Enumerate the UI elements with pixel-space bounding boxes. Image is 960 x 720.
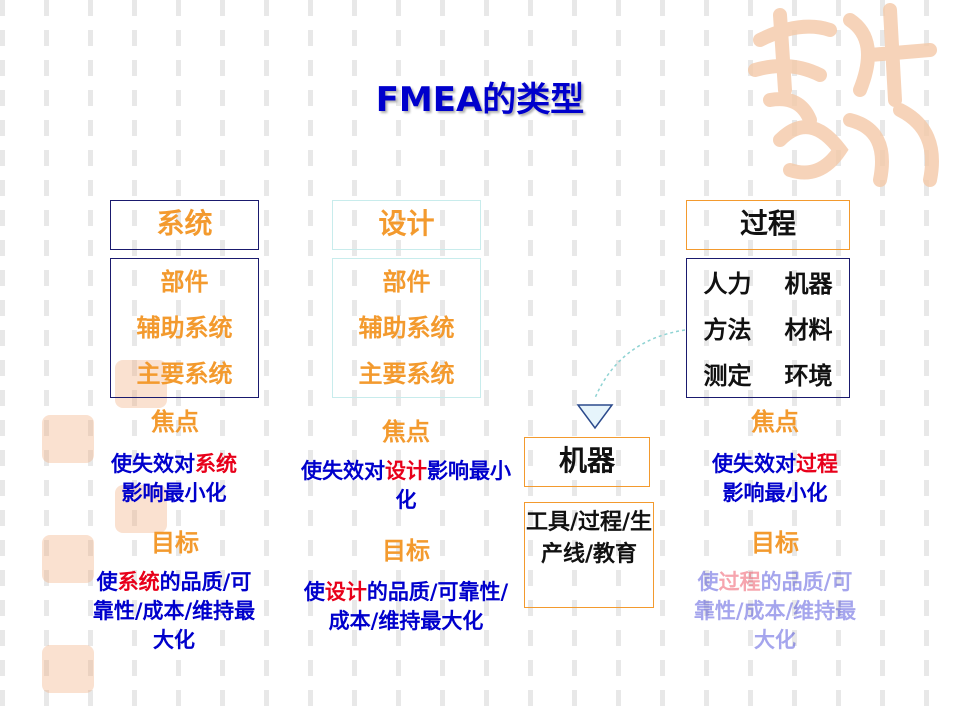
system-goal-label: 目标 (151, 529, 199, 557)
process-item: 机器 (784, 270, 833, 298)
process-item: 材料 (784, 316, 833, 344)
design-focus-label: 焦点 (382, 418, 430, 446)
machine-detail-box: 工具/过程/生产线/教育 (524, 502, 654, 608)
system-items-box: 部件 辅助系统 主要系统 (110, 258, 259, 398)
design-item: 主要系统 (358, 360, 455, 388)
machine-header: 机器 (524, 437, 650, 487)
design-header: 设计 (332, 200, 481, 250)
design-item: 部件 (382, 268, 431, 296)
process-item: 环境 (784, 362, 833, 390)
process-item: 方法 (703, 316, 752, 344)
design-item: 辅助系统 (358, 314, 455, 342)
page-title: FMEA的类型 (375, 80, 585, 120)
connector-arrow (576, 329, 686, 430)
process-goal-label: 目标 (751, 529, 799, 557)
process-item: 测定 (703, 362, 752, 390)
process-items-box: 人力 机器 方法 材料 测定 环境 (686, 258, 850, 398)
seal-stamp (115, 485, 167, 533)
process-focus-label: 焦点 (751, 408, 799, 436)
system-item: 辅助系统 (136, 314, 233, 342)
design-focus-text: 使失效对设计影响最小化 (301, 459, 511, 512)
process-header: 过程 (686, 200, 850, 250)
system-header: 系统 (110, 200, 259, 250)
calligraphy-watermark (748, 3, 939, 187)
design-goal-text: 使设计的品质/可靠性/成本/维持最大化 (303, 580, 509, 633)
down-triangle-icon (576, 404, 614, 430)
process-item: 人力 (703, 270, 752, 298)
system-item: 部件 (160, 268, 209, 296)
system-focus-text: 使失效对系统影响最小化 (111, 452, 237, 505)
system-item: 主要系统 (136, 360, 233, 388)
process-goal-text: 使过程的品质/可靠性/成本/维持最大化 (693, 570, 857, 652)
system-goal-text: 使系统的品质/可靠性/成本/维持最大化 (92, 570, 256, 652)
process-focus-text: 使失效对过程影响最小化 (712, 452, 838, 505)
design-items-box: 部件 辅助系统 主要系统 (332, 258, 481, 398)
seal-stamp (115, 360, 167, 408)
seal-stamp (42, 535, 94, 583)
seal-stamp (42, 415, 94, 463)
system-focus-label: 焦点 (151, 408, 199, 436)
design-goal-label: 目标 (382, 537, 430, 565)
seal-stamp (42, 645, 94, 693)
